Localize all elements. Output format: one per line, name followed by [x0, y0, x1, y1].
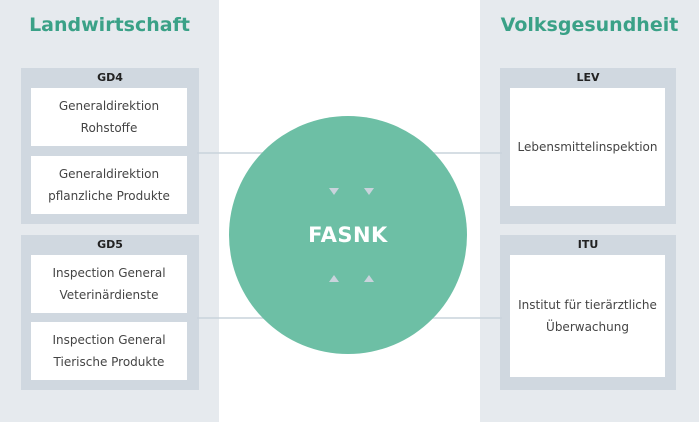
left-panel-title: Landwirtschaft [29, 14, 190, 36]
box-inspection-general-tierische-produkte-text: Inspection General Tierische Produkte [52, 333, 166, 369]
arrowhead-lev [364, 188, 374, 195]
box-generaldirektion-pflanzliche-produkte-text: Generaldirektion pflanzliche Produkte [48, 167, 170, 203]
box-generaldirektion-rohstoffe-text: Generaldirektion Rohstoffe [58, 99, 160, 135]
fasnk-label: FASNK [308, 223, 388, 247]
arrowhead-itu [364, 275, 374, 282]
fasnk-circle: FASNK [229, 116, 467, 354]
group-gd4-label: GD4 [97, 71, 123, 84]
box-lebensmittelinspektion-text: Lebensmittelinspektion [517, 140, 658, 154]
box-generaldirektion-pflanzliche-produkte: Generaldirektion pflanzliche Produkte [31, 156, 187, 214]
group-itu-label: ITU [577, 238, 599, 251]
box-inspection-general-veterinaerdienste: Inspection General Veterinärdienste [31, 255, 187, 313]
group-lev-label: LEV [576, 71, 600, 84]
right-panel-title: Volksgesundheit [500, 14, 679, 36]
box-generaldirektion-rohstoffe: Generaldirektion Rohstoffe [31, 88, 187, 146]
arrowhead-gd5 [329, 275, 339, 282]
box-inspection-general-tierische-produkte: Inspection General Tierische Produkte [31, 322, 187, 380]
box-lebensmittelinspektion: Lebensmittelinspektion [510, 88, 665, 206]
box-institut-fuer-tieraerztliche-ueberwachung: Institut für tierärztliche Überwachung [510, 255, 665, 377]
group-gd5-label: GD5 [97, 238, 123, 251]
box-inspection-general-veterinaerdienste-text: Inspection General Veterinärdienste [52, 266, 166, 302]
box-institut-fuer-tieraerztliche-ueberwachung-text: Institut für tierärztliche Überwachung [518, 298, 657, 334]
arrowhead-gd4 [329, 188, 339, 195]
